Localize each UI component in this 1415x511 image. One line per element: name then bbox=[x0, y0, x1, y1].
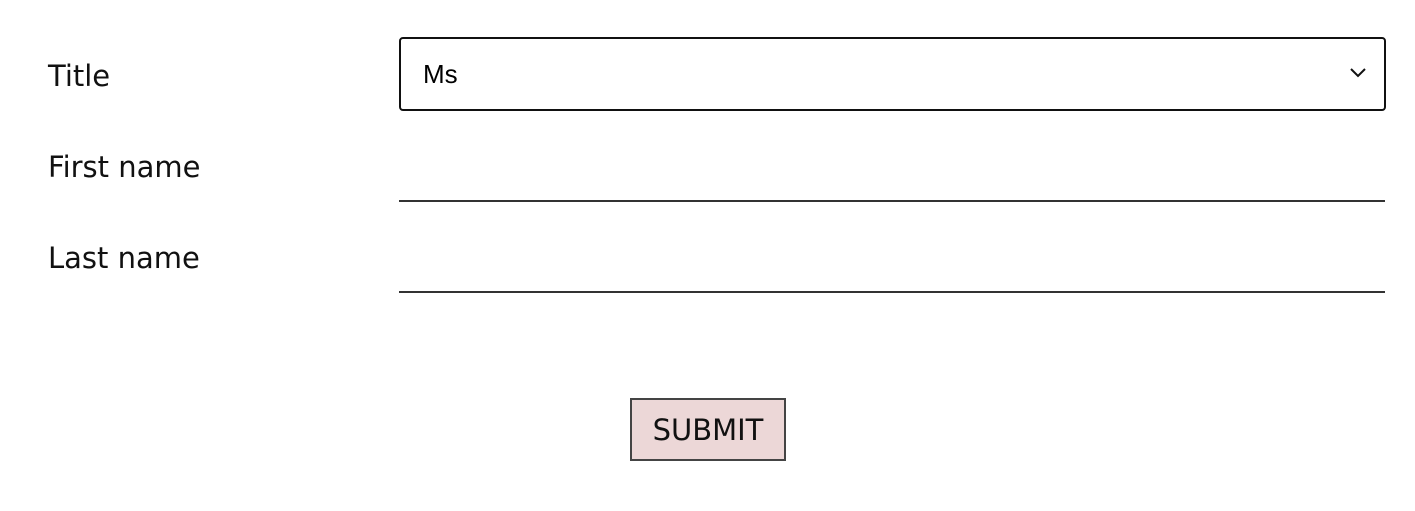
submit-button[interactable]: SUBMIT bbox=[630, 398, 786, 461]
title-label: Title bbox=[48, 59, 111, 93]
first-name-field[interactable] bbox=[399, 150, 1385, 202]
last-name-field[interactable] bbox=[399, 241, 1385, 293]
title-select-value: Ms bbox=[423, 59, 458, 89]
chevron-down-icon bbox=[1346, 61, 1370, 85]
last-name-label: Last name bbox=[48, 241, 200, 275]
title-select[interactable]: Ms bbox=[399, 37, 1386, 111]
first-name-label: First name bbox=[48, 150, 201, 184]
